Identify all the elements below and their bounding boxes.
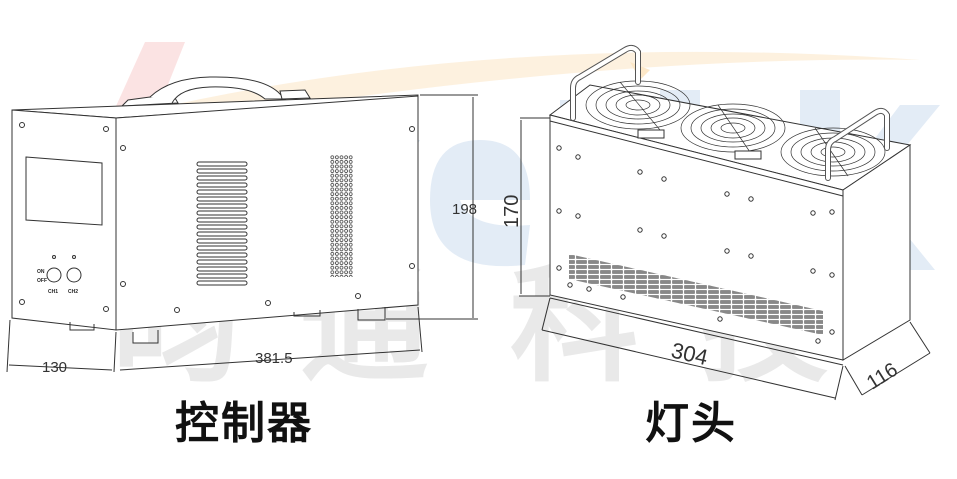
lamp-head-label: 灯头 xyxy=(645,398,737,449)
svg-text:OFF: OFF xyxy=(37,278,47,284)
lamp-height-dimension: 170 xyxy=(501,195,523,228)
svg-text:CH1: CH1 xyxy=(48,289,58,295)
fan-1 xyxy=(585,80,691,131)
lamp-length-dimension: 304 xyxy=(669,338,710,371)
controller-height-dimension: 198 xyxy=(452,201,477,218)
svg-text:CH2: CH2 xyxy=(68,289,78,295)
lamp-depth-dimension: 116 xyxy=(863,359,902,395)
lamp-head-drawing xyxy=(519,44,931,401)
svg-text:ON: ON xyxy=(37,269,45,275)
controller-width-dimension: 381.5 xyxy=(255,350,293,367)
fan-2 xyxy=(680,103,786,156)
lamp-slot-vent xyxy=(569,254,823,335)
controller-drawing xyxy=(6,76,478,373)
controller-label: 控制器 xyxy=(175,398,313,449)
hole-grid-vent xyxy=(330,155,353,277)
controller-depth-dimension: 130 xyxy=(42,359,67,376)
slot-vent xyxy=(196,161,248,286)
